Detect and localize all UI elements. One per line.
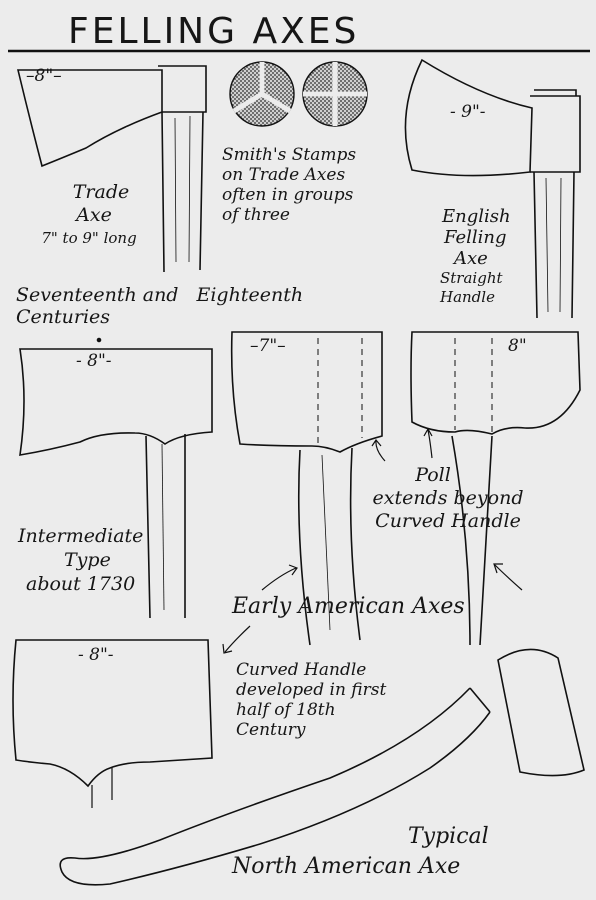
english-line1: English (442, 206, 511, 227)
curved-line4: Century (236, 720, 306, 740)
early-left-axe-dimension: –7"– (250, 336, 286, 356)
curved-line2: developed in first (236, 680, 387, 700)
early-american-axe-left (230, 331, 383, 646)
curved-line3: half of 18th (236, 700, 336, 720)
stamps-line2: on Trade Axes (222, 165, 346, 185)
page-title: FELLING AXES (68, 11, 360, 52)
stamps-line4: of three (222, 205, 290, 225)
smiths-stamps-caption: Smith's Stamps on Trade Axes often in gr… (222, 145, 356, 225)
intermediate-axe-dimension: - 8"- (76, 351, 112, 371)
trade-axe-line1: Trade (72, 181, 130, 203)
english-axe-drawing (404, 58, 581, 319)
poll-caption: Poll extends beyond Curved Handle (328, 464, 568, 533)
english-line5: Handle (440, 288, 495, 306)
curved-handle-caption: Curved Handle developed in first half of… (236, 660, 386, 740)
trade-axe-line3: 7" to 9" long (41, 229, 137, 247)
early-axes-arrows (222, 427, 523, 654)
curved-axe-dimension: - 8"- (78, 645, 114, 665)
poll-line2: extends beyond (372, 487, 524, 509)
poll-line3: Curved Handle (375, 510, 521, 532)
curved-handle-axe-drawing (12, 639, 213, 808)
english-line3: Axe (454, 248, 488, 269)
centuries-caption: Seventeenth and Eighteenth Centuries (16, 284, 303, 328)
trade-axe-line2: Axe (76, 204, 112, 226)
typical-axe-caption: Typical North American Axe (232, 822, 489, 882)
centuries-line2: Centuries (16, 306, 111, 328)
poll-line1: Poll (415, 464, 451, 486)
intermediate-line3: about 1730 (26, 573, 136, 595)
early-right-axe-dimension: 8" (508, 336, 527, 356)
intermediate-axe-drawing (19, 337, 213, 619)
english-line2: Felling (444, 227, 507, 248)
typical-line1: Typical (408, 824, 489, 849)
intermediate-caption: Intermediate Type about 1730 (18, 524, 143, 596)
stamps-line3: often in groups (222, 185, 354, 205)
english-axe-dimension: - 9"- (450, 102, 486, 122)
smiths-stamps (229, 61, 368, 127)
typical-line2: North American Axe (232, 854, 461, 879)
early-american-axes-label: Early American Axes (232, 594, 465, 619)
typical-north-american-axe (59, 648, 585, 886)
english-axe-caption: English Felling Axe Straight Handle (440, 206, 511, 307)
intermediate-line2: Type (64, 549, 111, 571)
trade-axe-dimension: –8"– (26, 66, 62, 86)
curved-line1: Curved Handle (236, 660, 367, 680)
english-line4: Straight (440, 269, 503, 287)
early-american-axe-right (410, 331, 581, 646)
intermediate-line1: Intermediate (18, 525, 144, 547)
trade-axe-caption: Trade Axe 7" to 9" long (14, 183, 164, 246)
centuries-part1: Seventeenth and (16, 284, 179, 306)
stamps-line1: Smith's Stamps (222, 145, 357, 165)
centuries-part2: Eighteenth (196, 284, 304, 306)
trade-axe-drawing (16, 65, 207, 273)
